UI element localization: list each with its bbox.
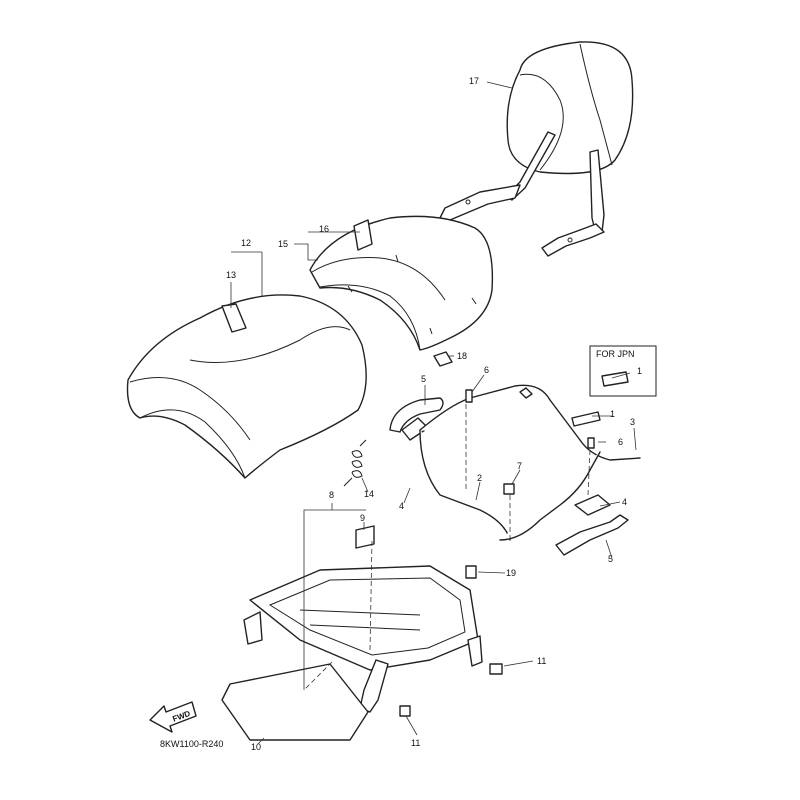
- callout-5-right: 5: [608, 554, 613, 564]
- callout-4-left: 4: [399, 501, 404, 511]
- seat-frame-part: [243, 525, 483, 713]
- callout-7: 7: [517, 461, 522, 471]
- rear-seat-part: [309, 215, 494, 351]
- callout-3: 3: [630, 417, 635, 427]
- callout-16: 16: [319, 224, 329, 234]
- callout-18: 18: [457, 351, 467, 361]
- callout-14: 14: [364, 489, 374, 499]
- callout-4-right: 4: [622, 497, 627, 507]
- fwd-arrow-icon: FWD: [149, 701, 197, 733]
- bolt-parts: [399, 389, 595, 717]
- callout-19: 19: [506, 568, 516, 578]
- storage-tray-part: [221, 663, 369, 741]
- for-jpn-label: FOR JPN: [596, 349, 635, 359]
- callout-9: 9: [360, 513, 365, 523]
- grab-grip-left-part: [389, 397, 444, 441]
- callout-13: 13: [226, 270, 236, 280]
- callout-11-bottom: 11: [411, 738, 420, 748]
- drawing-code: 8KW1100-R240: [160, 739, 223, 749]
- leader-lines: [230, 81, 637, 745]
- callout-6-right: 6: [618, 437, 623, 447]
- grab-bar-part: [419, 384, 641, 556]
- callout-10: 10: [251, 742, 261, 752]
- nut-part: [433, 351, 453, 367]
- spring-part: [343, 439, 367, 487]
- callout-15: 15: [278, 239, 288, 249]
- callout-11-right: 11: [537, 656, 546, 666]
- callout-6-left: 6: [484, 365, 489, 375]
- callout-12: 12: [241, 238, 251, 248]
- callout-1: 1: [610, 409, 615, 419]
- callout-1-jpn: 1: [637, 366, 642, 376]
- callout-17: 17: [469, 76, 479, 86]
- front-seat-part: [126, 294, 367, 479]
- callout-labels: 17 12 13 16 15 18 5 6 1 1 3 6 2 7 4 4 5 …: [226, 76, 642, 752]
- callout-2: 2: [477, 473, 482, 483]
- callout-5-left: 5: [421, 374, 426, 384]
- callout-8: 8: [329, 490, 334, 500]
- backrest-part: [439, 41, 634, 257]
